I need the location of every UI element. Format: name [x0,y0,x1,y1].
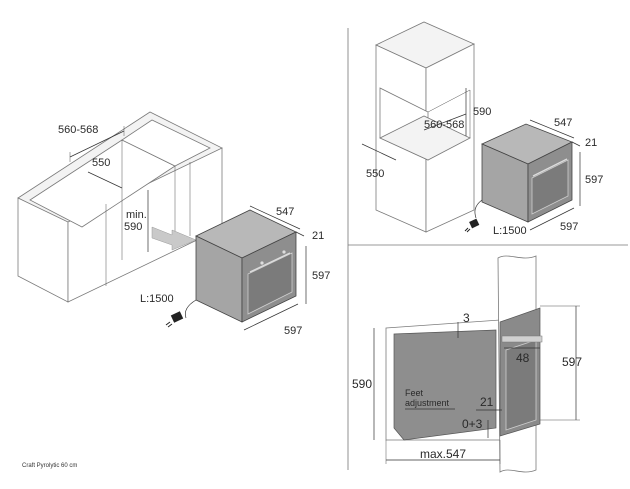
oven-handle-tr [532,158,568,177]
dim-max-depth: max.547 [420,447,466,461]
dim-line-oven-width [243,303,299,331]
dim-line-cabinet-depth [361,143,397,161]
oven-door-section [505,339,537,431]
oven-section-body [393,329,497,441]
dim-oven-height-tr: 597 [585,174,603,186]
dim-line-niche-width [423,113,467,131]
compartment-right [121,119,211,167]
power-cable [184,299,197,319]
dim-niche-width: 560-568 [424,119,464,131]
dim-cabinet-depth-tr: 550 [366,168,384,180]
dim-cabinet-width: 560-568 [58,124,98,136]
oven-handle-section [501,335,543,343]
dim-oven-width-tr: 597 [560,221,578,233]
top-right-panel: 590 560-568 550 547 21 597 597 L:1500 [361,21,603,237]
dim-top-gap: 3 [463,311,470,325]
model-caption: Craft Pyrolytic 60 cm [22,463,77,469]
insert-arrow [151,226,197,251]
dim-oven-depth-tr: 547 [554,117,572,129]
dim-oven-width: 597 [284,325,302,337]
niche-top-edge [427,89,471,113]
dim-min-value: 590 [124,221,142,233]
dim-line-width [69,130,125,158]
left-panel: 560-568 550 min. 590 547 21 597 597 L:15… [17,111,330,337]
dim-line-oven-depth [249,205,301,230]
dim-min-label: min. [126,209,147,221]
oven-knob [260,261,264,265]
dim-oven-height-br: 597 [562,355,582,369]
bottom-right-panel: 3 590 597 48 Feet adjustment 21 0+3 max.… [352,255,582,473]
dim-line-oven-front [295,231,305,237]
dim-niche-height: 590 [473,106,491,118]
dim-feet: 0+3 [462,417,483,431]
cable-length-tr: L:1500 [493,225,527,237]
cable-length: L:1500 [140,293,174,305]
feet-label-2: adjustment [405,398,450,408]
oven-door [247,252,293,315]
dim-niche-height-br: 590 [352,377,372,391]
plug-icon [165,311,184,328]
dim-line-oven-width-tr [529,207,575,231]
feet-label-1: Feet [405,388,424,398]
dim-cabinet-depth: 550 [92,157,110,169]
dim-oven-front: 21 [312,230,324,242]
dim-front-br: 21 [480,395,494,409]
dim-line-depth [87,171,123,189]
dim-handle: 48 [516,351,530,365]
dim-line-oven-front-tr [571,141,581,147]
power-cable-tr [474,199,483,219]
dim-oven-front-tr: 21 [585,137,597,149]
plug-icon [464,218,480,233]
oven-handle [249,252,291,273]
oven-door-tr [531,159,569,215]
oven-knob [282,250,286,254]
dim-oven-depth: 547 [276,206,294,218]
dim-line-oven-depth-tr [529,119,575,139]
dim-oven-height: 597 [312,270,330,282]
